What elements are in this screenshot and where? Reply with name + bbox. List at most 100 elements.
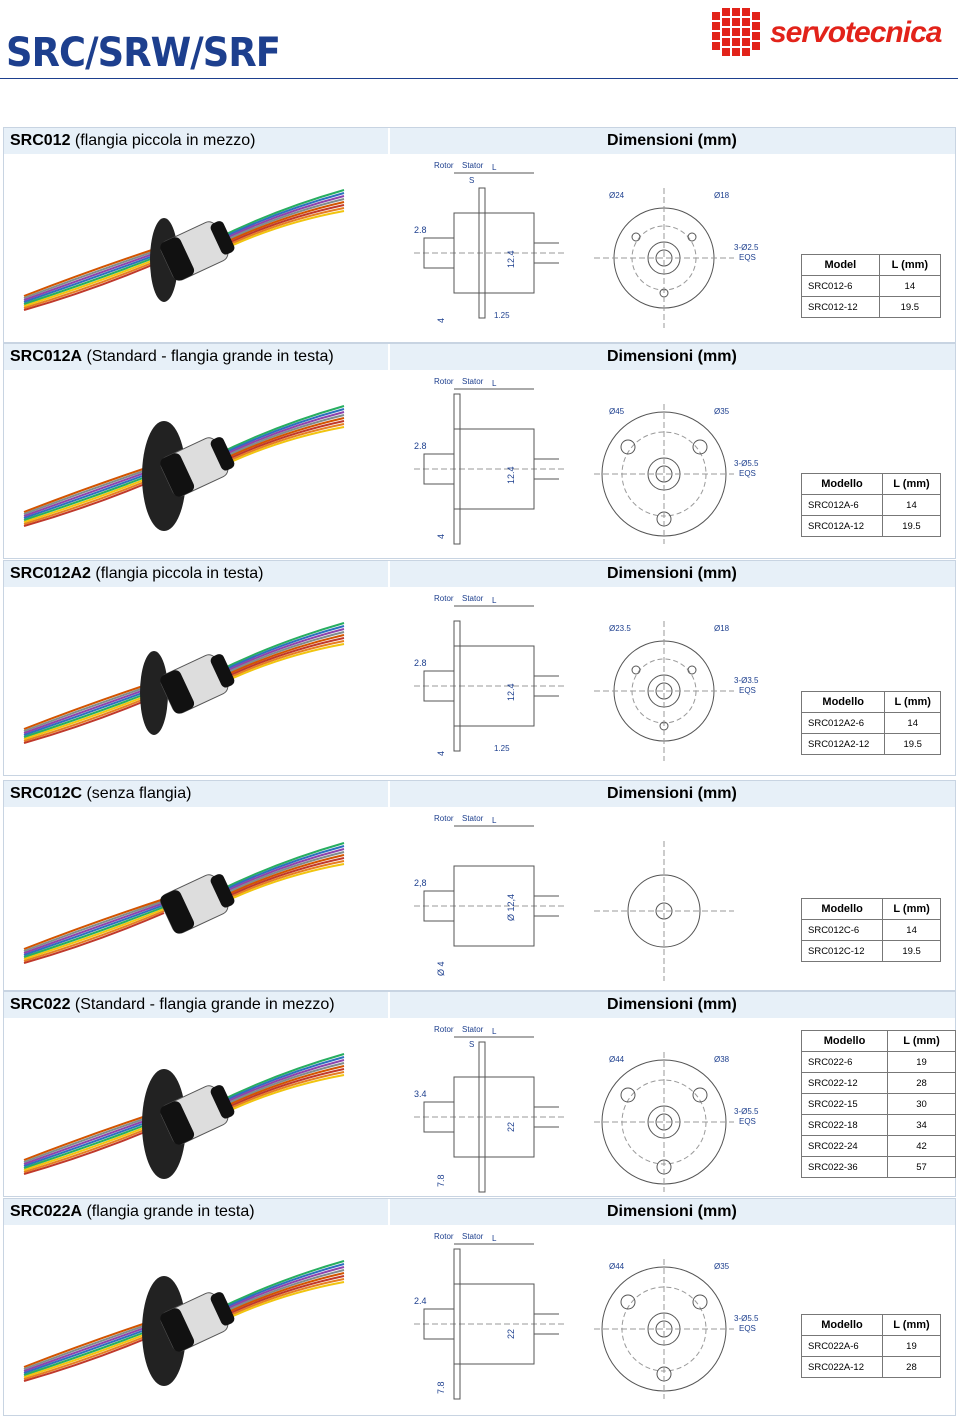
- stator-label: Stator: [462, 594, 484, 603]
- column-header-model: Modello: [800, 898, 884, 920]
- section-header: SRC022A (flangia grande in testa)Dimensi…: [4, 1199, 955, 1225]
- section-title: SRC012A (Standard - flangia grande in te…: [10, 348, 334, 366]
- front-view-drawing: [594, 188, 734, 328]
- holes-label: 3-Ø5.5: [734, 1314, 759, 1323]
- product-photo: [23, 622, 345, 744]
- side-view-drawing: [414, 1036, 564, 1193]
- dim-c-label: 7.8: [436, 1174, 446, 1187]
- logo-grid-icon: [712, 8, 760, 56]
- column-header-model: Modello: [801, 1314, 883, 1336]
- length-cell: 57: [887, 1156, 956, 1178]
- section-header: SRC012A2 (flangia piccola in testa)Dimen…: [4, 561, 955, 587]
- column-header-length: L (mm): [878, 254, 942, 276]
- side-view-drawing: [414, 172, 564, 319]
- model-description: (flangia piccola in testa): [90, 565, 264, 582]
- dim-c-label: 7.8: [436, 1381, 446, 1394]
- column-header-model: Modello: [800, 1030, 889, 1052]
- section-title: SRC022 (Standard - flangia grande in mez…: [10, 996, 335, 1014]
- dimensions-heading: Dimensioni (mm): [607, 996, 737, 1013]
- s-label: S: [469, 1040, 474, 1049]
- inner-diameter-label: Ø38: [714, 1055, 730, 1064]
- length-cell: 28: [881, 1356, 942, 1378]
- rotor-label: Rotor: [434, 814, 454, 823]
- inner-diameter-label: Ø35: [714, 1262, 730, 1271]
- dim-a-label: 2.8: [414, 441, 427, 451]
- model-cell: SRC022-12: [800, 1072, 889, 1094]
- product-photo-frame: [23, 189, 345, 311]
- model-description: (flangia grande in testa): [82, 1203, 255, 1220]
- holes-label: 3-Ø2.5: [734, 243, 759, 252]
- model-cell: SRC012A-6: [801, 494, 883, 516]
- model-description: (Standard - flangia grande in testa): [82, 348, 334, 365]
- dim-d-label: 1.25: [494, 311, 510, 320]
- product-photo-frame: [23, 1053, 345, 1179]
- eqs-label: EQS: [739, 1117, 756, 1126]
- model-cell: SRC022-18: [800, 1114, 889, 1136]
- length-label: L: [492, 379, 497, 388]
- model-description: (flangia piccola in mezzo): [70, 132, 256, 149]
- model-code: SRC012A: [10, 348, 83, 365]
- model-cell: SRC022A-12: [801, 1356, 883, 1378]
- column-header-length: L (mm): [887, 1030, 956, 1052]
- length-cell: 19: [887, 1051, 956, 1073]
- section-header: SRC012A (Standard - flangia grande in te…: [4, 344, 955, 370]
- length-cell: 14: [882, 919, 941, 941]
- dim-b-label: 22: [506, 1122, 516, 1132]
- inner-diameter-label: Ø18: [714, 191, 730, 200]
- header-divider: [388, 992, 390, 1018]
- column-header-model: Model: [801, 254, 880, 276]
- side-view-drawing: [414, 825, 564, 947]
- header-divider: [388, 561, 390, 587]
- stator-label: Stator: [462, 161, 484, 170]
- product-photo-frame: [23, 1260, 345, 1386]
- column-header-length: L (mm): [882, 898, 941, 920]
- dim-d-label: 1.25: [494, 744, 510, 753]
- section-title: SRC012A2 (flangia piccola in testa): [10, 565, 263, 583]
- dim-b-label: 12.4: [506, 466, 516, 484]
- outer-diameter-label: Ø44: [609, 1262, 625, 1271]
- rotor-label: Rotor: [434, 1232, 454, 1241]
- model-cell: SRC022-24: [800, 1135, 889, 1157]
- length-label: L: [492, 1234, 497, 1243]
- product-photo: [23, 1053, 345, 1179]
- product-photo-frame: [23, 842, 345, 964]
- length-label: L: [492, 1027, 497, 1036]
- product-section-src022a: SRC022A (flangia grande in testa)Dimensi…: [3, 1198, 956, 1416]
- length-cell: 34: [887, 1114, 956, 1136]
- servotecnica-logo: servotecnica: [712, 6, 952, 62]
- dim-b-label: 12.4: [506, 250, 516, 268]
- stator-label: Stator: [462, 1025, 484, 1034]
- section-title: SRC012 (flangia piccola in mezzo): [10, 132, 255, 150]
- eqs-label: EQS: [739, 1324, 756, 1333]
- header-divider: [388, 128, 390, 154]
- model-cell: SRC012C-6: [800, 919, 884, 941]
- length-cell: 19.5: [878, 296, 942, 318]
- product-section-src012: SRC012 (flangia piccola in mezzo)Dimensi…: [3, 127, 956, 343]
- length-cell: 19.5: [884, 733, 941, 755]
- dim-a-label: 2.8: [414, 225, 427, 235]
- length-cell: 14: [878, 275, 942, 297]
- holes-label: 3-Ø3.5: [734, 676, 759, 685]
- column-header-length: L (mm): [881, 473, 942, 495]
- dim-a-label: 2,8: [414, 878, 427, 888]
- dimensions-heading: Dimensioni (mm): [607, 348, 737, 365]
- length-cell: 19.5: [882, 940, 941, 962]
- dim-c-label: Ø 4: [436, 961, 446, 976]
- product-section-src012c: SRC012C (senza flangia)Dimensioni (mm)Ro…: [3, 780, 956, 991]
- model-cell: SRC022-6: [800, 1051, 889, 1073]
- header-divider: [388, 1199, 390, 1225]
